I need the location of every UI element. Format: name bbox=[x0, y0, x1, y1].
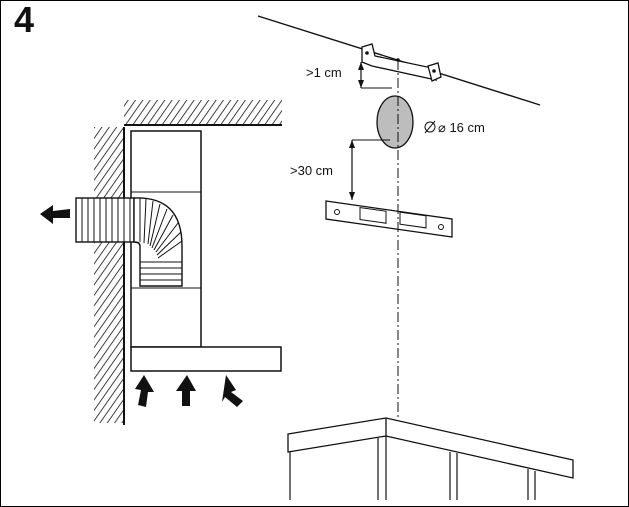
diameter-icon bbox=[424, 120, 436, 134]
exhaust-arrow-icon bbox=[40, 205, 70, 224]
ceiling-bracket bbox=[361, 43, 442, 82]
bracket-clearance-dimension bbox=[349, 139, 390, 200]
wall-hatching bbox=[94, 127, 124, 423]
step-number: 4 bbox=[14, 0, 35, 40]
duct-diameter-label: ⌀ 16 cm bbox=[438, 120, 485, 135]
hood-canopy bbox=[130, 346, 282, 372]
mounting-diagram: >1 cm ⌀ 16 cm >30 cm bbox=[257, 15, 574, 500]
top-clearance-label: >1 cm bbox=[306, 65, 342, 80]
flexible-duct bbox=[75, 197, 183, 287]
airflow-arrow-icon bbox=[135, 375, 243, 407]
hood-side-view bbox=[40, 100, 282, 425]
ceiling-hatching bbox=[124, 100, 282, 124]
duct-opening bbox=[376, 95, 414, 149]
top-clearance-dimension bbox=[358, 62, 392, 89]
bracket-clearance-label: >30 cm bbox=[290, 163, 333, 178]
cooktop-cabinet bbox=[287, 417, 574, 500]
wall-bracket bbox=[325, 200, 453, 238]
